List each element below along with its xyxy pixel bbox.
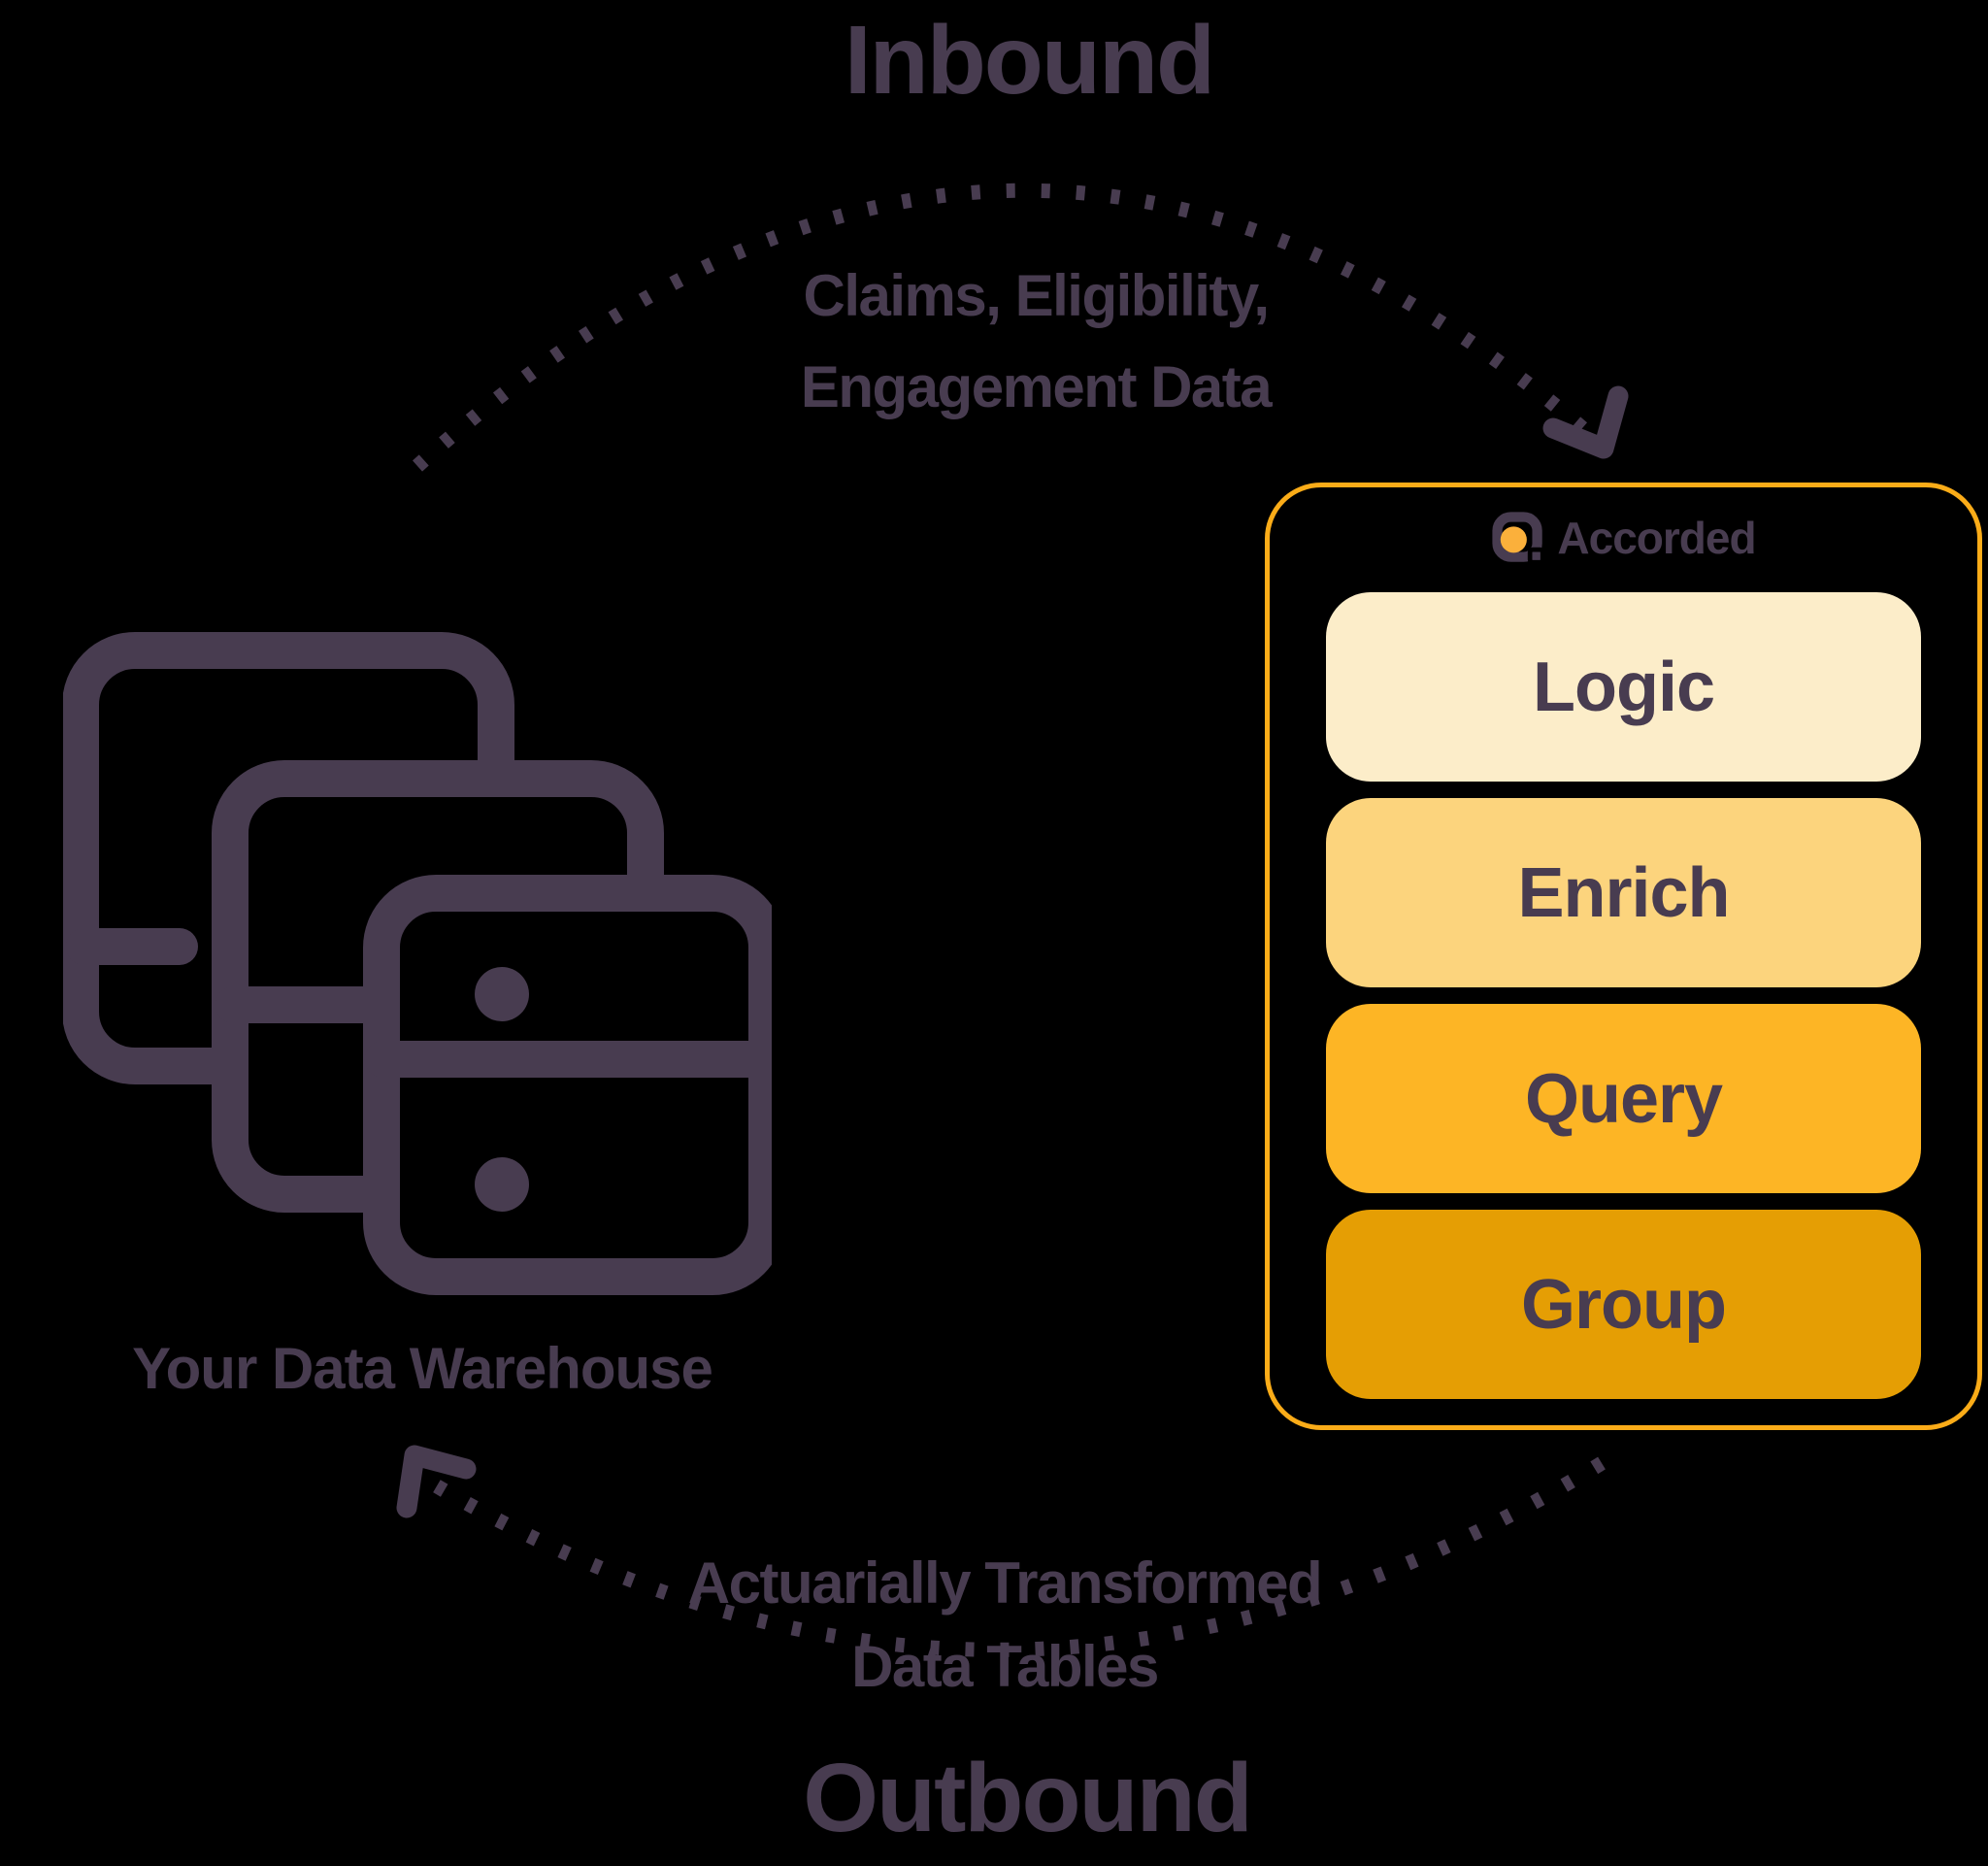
- outbound-caption-line2: Data Tables: [851, 1634, 1159, 1699]
- outbound-caption: Actuarially Transformed Data Tables: [519, 1542, 1490, 1709]
- outbound-title: Outbound: [803, 1744, 1253, 1852]
- accorded-card: Accorded Logic Enrich Query Group: [1265, 483, 1982, 1430]
- inbound-caption-line1: Claims, Eligibility,: [803, 263, 1270, 328]
- accorded-logo-icon: [1492, 512, 1545, 565]
- outbound-caption-line1: Actuarially Transformed: [687, 1550, 1323, 1616]
- inbound-caption: Claims, Eligibility, Engagement Data: [550, 250, 1521, 433]
- warehouse-label: Your Data Warehouse: [132, 1336, 713, 1401]
- accorded-brand-label: Accorded: [1557, 513, 1756, 563]
- pipeline-step-enrich: Enrich: [1326, 798, 1921, 987]
- inbound-title: Inbound: [844, 6, 1215, 115]
- inbound-arrowhead-icon: [1542, 385, 1629, 459]
- database-stack-icon: [63, 632, 772, 1295]
- pipeline-step-query: Query: [1326, 1004, 1921, 1193]
- inbound-caption-line2: Engagement Data: [800, 354, 1273, 419]
- pipeline-pill-stack: Logic Enrich Query Group: [1326, 592, 1921, 1399]
- pipeline-step-group: Group: [1326, 1210, 1921, 1399]
- outbound-arc-icon: [415, 1456, 1606, 1657]
- outbound-arrowhead-icon: [396, 1445, 477, 1518]
- accorded-logo-row: Accorded: [1270, 511, 1977, 565]
- pipeline-step-logic: Logic: [1326, 592, 1921, 782]
- inbound-arc-icon: [412, 183, 1593, 472]
